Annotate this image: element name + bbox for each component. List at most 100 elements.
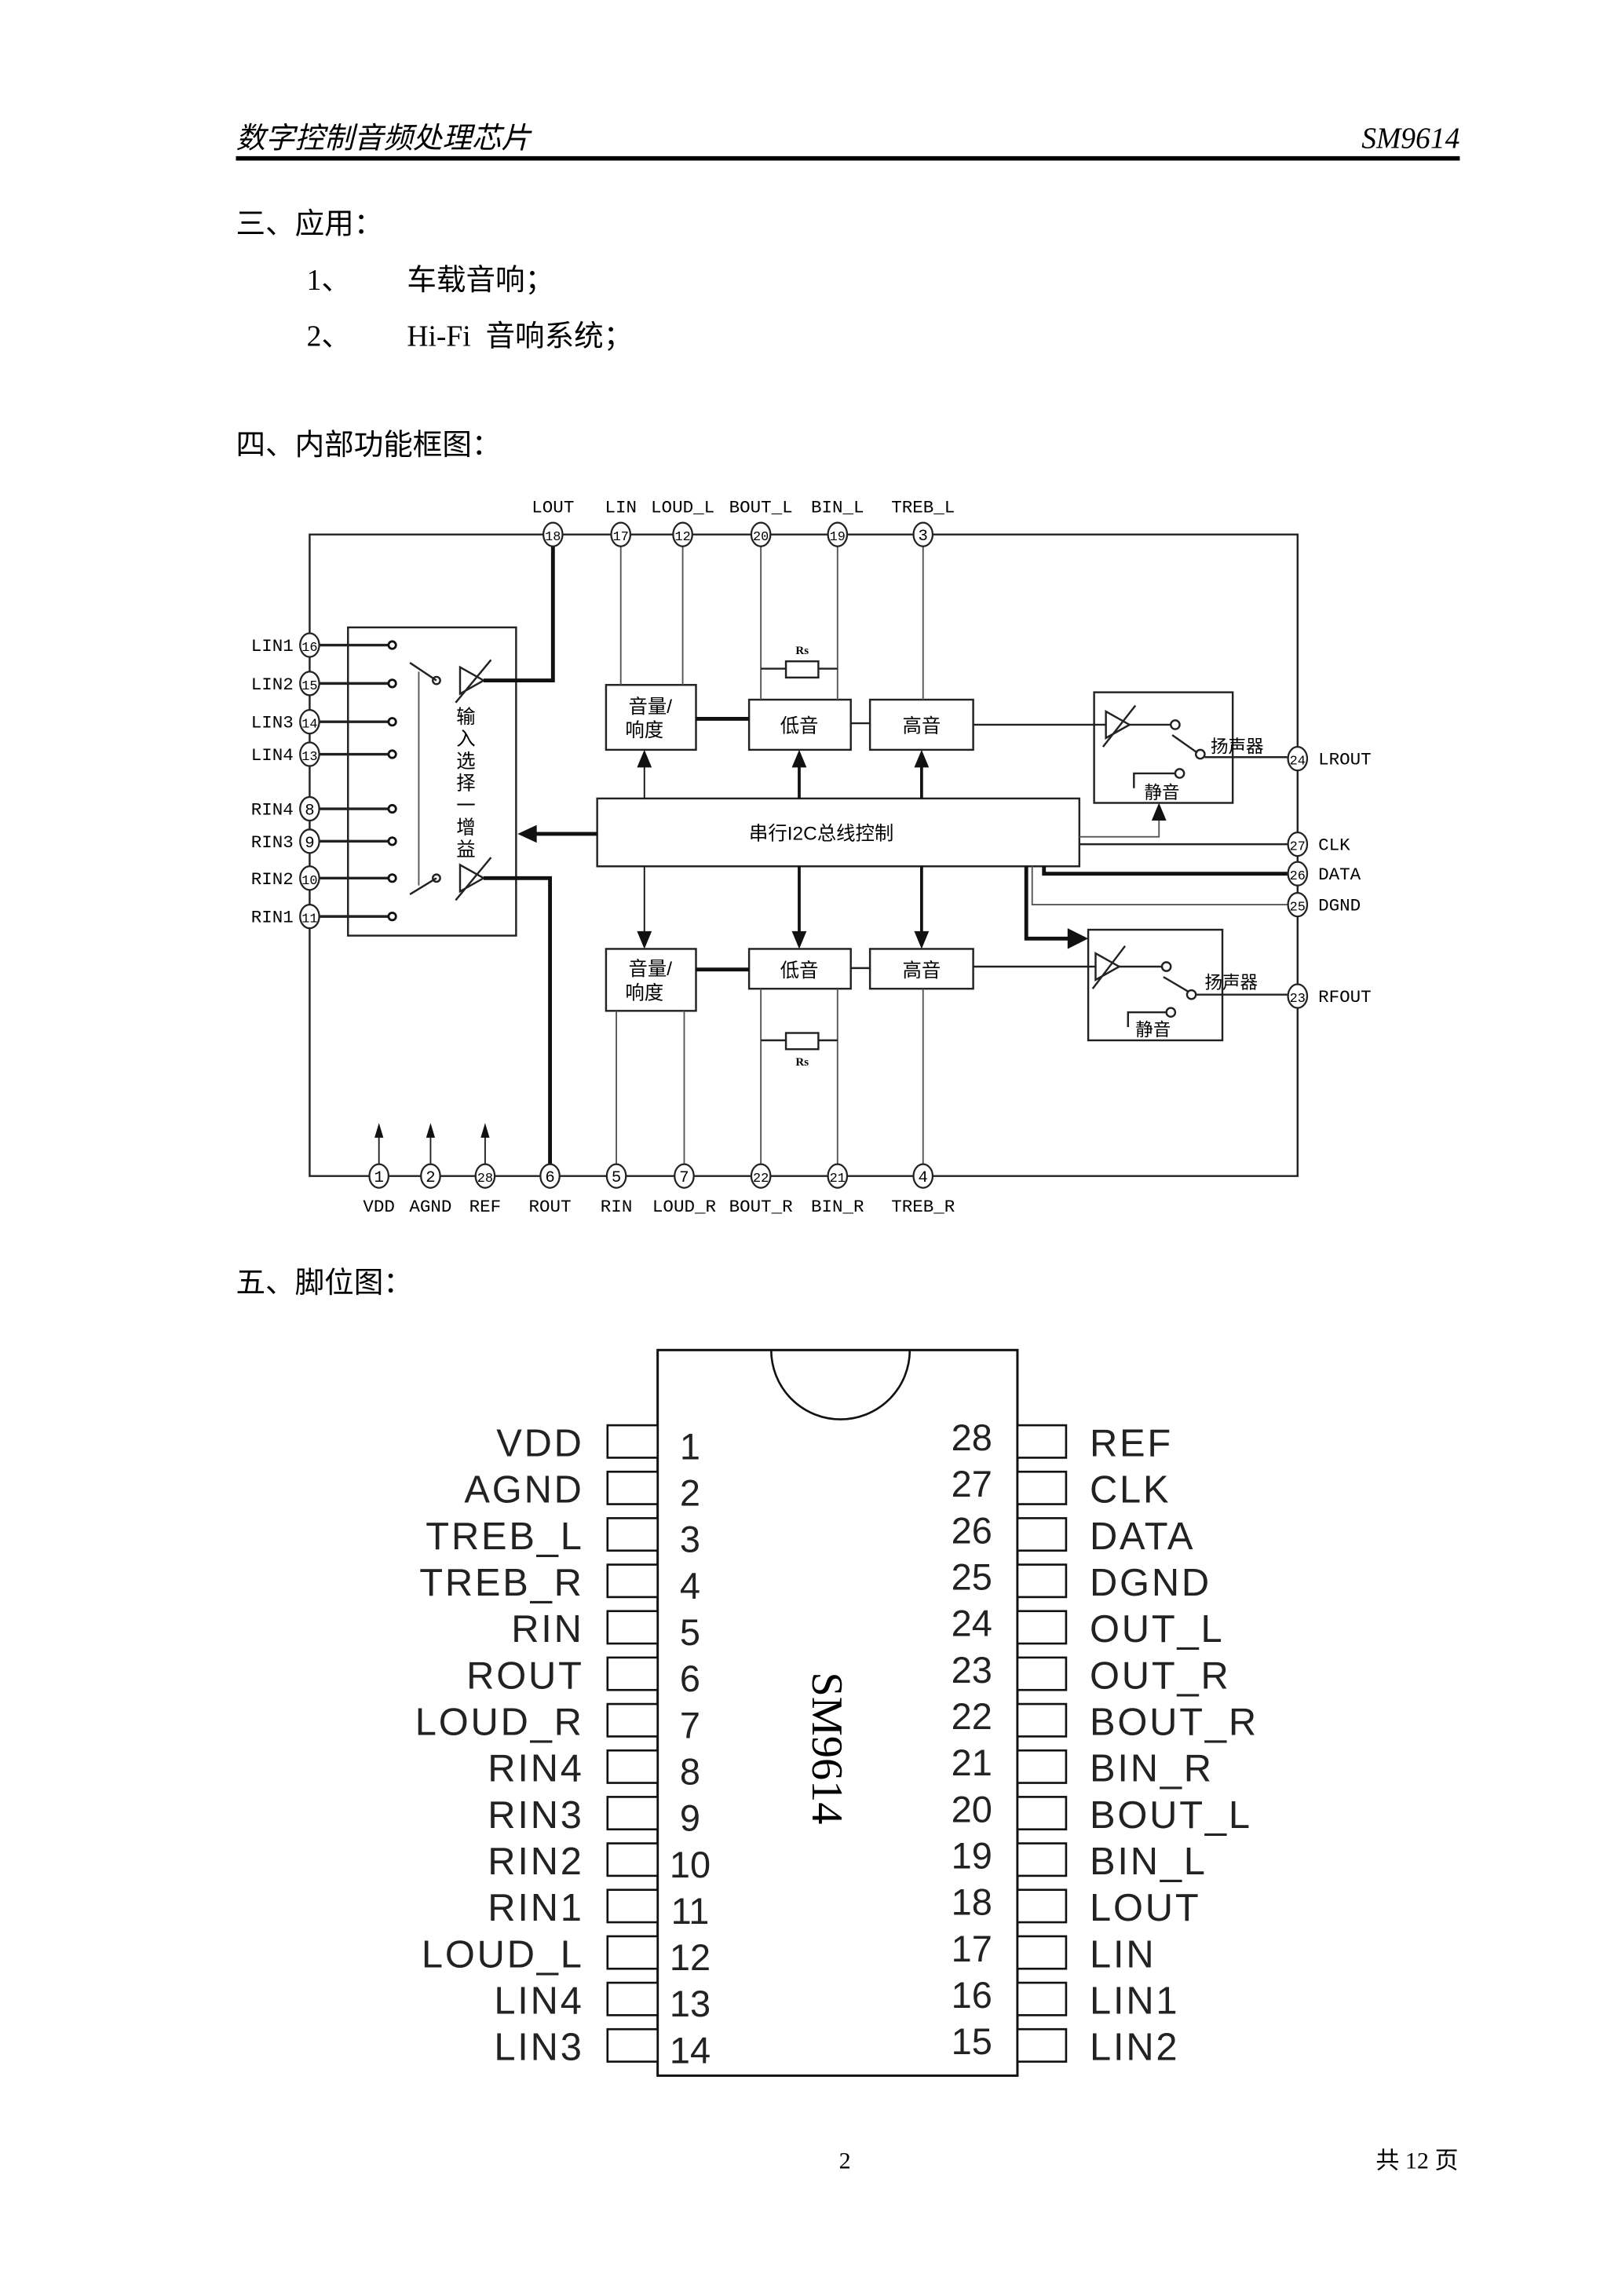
volume-loudness-block-right xyxy=(605,948,697,1012)
pin-pad-left xyxy=(606,1981,659,2016)
left-pin-number: 11 xyxy=(301,912,317,927)
pin-pad-left xyxy=(606,1563,659,1599)
right-pin-label: RFOUT xyxy=(1318,987,1372,1007)
application-1-text: 车载音响； xyxy=(407,264,554,297)
pin-pad-left xyxy=(606,1749,659,1784)
pin-pad-right xyxy=(1016,1749,1068,1784)
left-pin-number: 13 xyxy=(301,750,317,765)
switch-icon xyxy=(409,662,437,682)
pin-number-right: 24 xyxy=(952,1603,992,1644)
left-pin-number: 8 xyxy=(305,803,314,821)
pin-pad-left xyxy=(606,1702,659,1738)
applications-heading: 三、应用： xyxy=(236,208,384,241)
arrow-up-icon xyxy=(1151,803,1167,821)
pin-pad-right xyxy=(1016,1935,1068,1970)
lout-wire xyxy=(484,544,555,683)
arrow-up-icon xyxy=(374,1123,384,1138)
pin-number-left: 6 xyxy=(680,1658,700,1699)
pin-number-right: 28 xyxy=(952,1417,992,1458)
switch-icon xyxy=(1171,734,1198,754)
pin-circle xyxy=(1287,891,1309,918)
pinout-heading: 五、脚位图： xyxy=(236,1267,413,1300)
control-wire xyxy=(1024,866,1074,941)
top-pin-number: 17 xyxy=(613,530,629,545)
pin-number-right: 17 xyxy=(952,1928,992,1969)
bottom-pin-label: RIN xyxy=(601,1197,633,1217)
switch-icon xyxy=(409,877,437,895)
pin-name-right: OUT_L xyxy=(1090,1608,1224,1651)
top-pin-label: LIN xyxy=(605,498,637,518)
pin-number-left: 8 xyxy=(680,1750,700,1792)
left-pin-number: 14 xyxy=(301,718,317,733)
pin-name-left: LOUD_R xyxy=(415,1702,584,1744)
pin-number-right: 19 xyxy=(952,1834,992,1876)
chip-notch xyxy=(769,1350,911,1420)
pin-circle xyxy=(827,521,849,547)
pin-pad-right xyxy=(1016,1424,1068,1459)
right-pin-number: 23 xyxy=(1290,992,1306,1007)
bottom-pin-number: 2 xyxy=(426,1169,435,1187)
pin-circle xyxy=(474,1163,496,1189)
switch-node xyxy=(1194,748,1206,760)
pin-number-right: 26 xyxy=(952,1509,992,1551)
arrow-down-icon xyxy=(791,930,807,949)
arrow-down-icon xyxy=(637,930,652,949)
arrow-left-icon xyxy=(517,824,537,843)
pin-pad-right xyxy=(1016,1610,1068,1645)
left-pin-label: LIN3 xyxy=(251,713,294,733)
speaker-label: 扬声器 xyxy=(1204,973,1258,993)
pin-pad-right xyxy=(1016,1888,1068,1924)
pin-name-right: LIN1 xyxy=(1090,1980,1179,2022)
pin-name-left: RIN3 xyxy=(488,1794,584,1837)
application-2-text: Hi-Fi 音响系统； xyxy=(407,320,633,353)
pin-number-left: 10 xyxy=(670,1844,711,1885)
pin-circle xyxy=(750,1163,772,1189)
pin-pad-right xyxy=(1016,1702,1068,1738)
left-pin-label: LIN1 xyxy=(251,636,294,656)
right-pin-number: 27 xyxy=(1290,840,1306,855)
input-node xyxy=(387,803,397,814)
pin-circle xyxy=(299,709,320,735)
left-pin-label: RIN1 xyxy=(251,908,294,928)
arrow-up-icon xyxy=(426,1123,436,1138)
page-number: 2 xyxy=(839,2148,851,2174)
pin-circle xyxy=(912,1163,934,1189)
pin-name-left: LIN3 xyxy=(494,2027,583,2069)
volume-loudness-block-left xyxy=(605,684,697,751)
pin-number-left: 5 xyxy=(680,1611,700,1653)
input-select-char: 择 xyxy=(456,773,475,795)
pin-name-left: RIN1 xyxy=(488,1887,584,1929)
pin-number-left: 11 xyxy=(671,1890,710,1932)
resistor-bottom xyxy=(784,1032,820,1051)
pin-name-left: TREB_R xyxy=(419,1562,584,1604)
input-node xyxy=(387,749,397,759)
pin-pad-left xyxy=(606,1656,659,1691)
pin-pad-left xyxy=(606,1470,659,1505)
pin-pad-right xyxy=(1016,1563,1068,1599)
pin-circle xyxy=(1287,861,1309,887)
chip-label: SM9614 xyxy=(802,1672,851,1824)
pin-number-left: 7 xyxy=(680,1704,700,1746)
right-pin-number: 26 xyxy=(1290,869,1306,884)
bottom-pin-label: ROUT xyxy=(529,1197,572,1217)
wire xyxy=(619,544,924,700)
speaker-mute-block-right xyxy=(1087,928,1224,1042)
left-pin-number: 10 xyxy=(301,874,317,889)
volume-label: 音量/ xyxy=(628,959,672,980)
pin-number-left: 4 xyxy=(680,1565,700,1607)
pin-pad-left xyxy=(606,1842,659,1877)
pin-name-left: ROUT xyxy=(466,1654,584,1697)
input-node xyxy=(387,836,397,846)
pin-name-left: RIN xyxy=(511,1608,584,1651)
amp-icon xyxy=(455,857,492,901)
wire xyxy=(616,989,924,1166)
top-pin-number: 3 xyxy=(919,528,928,546)
arrow-right-icon xyxy=(1067,928,1089,949)
pin-pad-left xyxy=(606,1796,659,1831)
pin-circle xyxy=(299,671,320,696)
pin-circle xyxy=(368,1163,390,1189)
pin-pad-left xyxy=(606,1935,659,1970)
right-pin-number: 24 xyxy=(1290,755,1306,770)
pin-pad-right xyxy=(1016,2027,1068,2063)
dgnd-wire xyxy=(1031,866,1288,906)
